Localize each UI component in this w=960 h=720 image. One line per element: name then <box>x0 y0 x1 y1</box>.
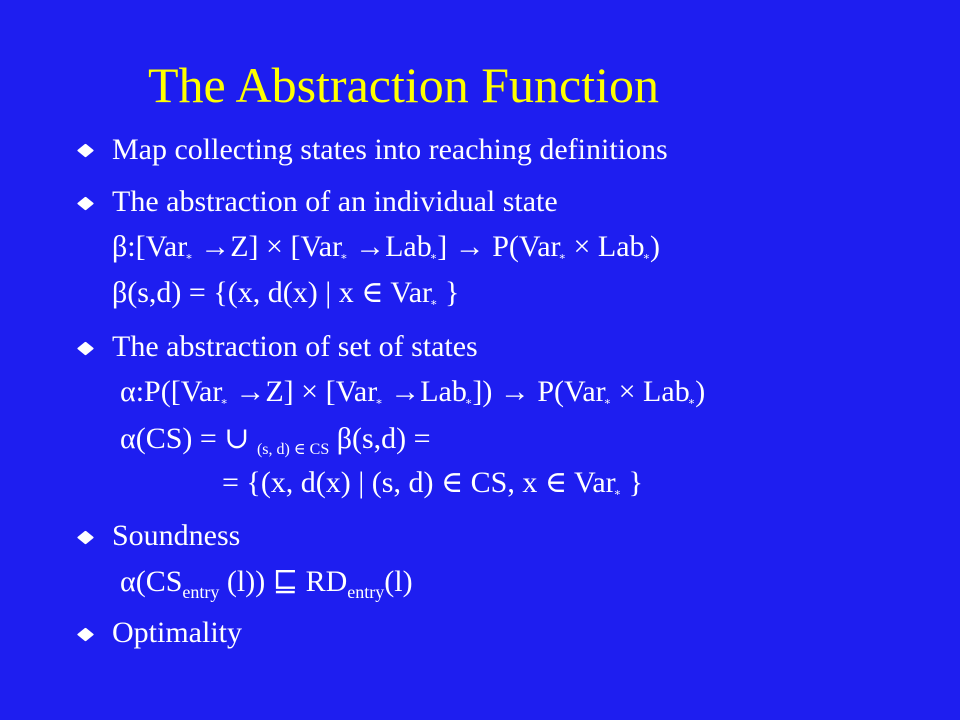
beta-sig-part: ) <box>650 230 661 263</box>
alpha-definition: α(CS) = ∪ (s, d) ∈ CS β(s,d) = <box>120 421 431 462</box>
alpha-def-part: α(CS) = ∪ <box>120 422 250 455</box>
star-subscript: ∗ <box>375 396 383 408</box>
entry-subscript: entry <box>182 582 220 602</box>
alpha-sig-part: × Lab <box>611 375 690 408</box>
star-subscript: ∗ <box>642 251 651 263</box>
star-subscript: ∗ <box>340 251 348 263</box>
star-subscript: ∗ <box>558 251 566 263</box>
star-subscript: ∗ <box>613 487 622 499</box>
soundness-formula: α(CSentry (l)) ⊑ RDentry(l) <box>120 564 413 603</box>
beta-sig-part: →Lab <box>355 230 432 263</box>
alpha-sig-part: ) <box>695 375 706 408</box>
star-subscript: ∗ <box>429 251 438 263</box>
beta-sig-part: β:[Var <box>112 230 188 263</box>
sound-part: (l) <box>384 565 413 598</box>
alpha-def2-part: } <box>621 466 644 499</box>
star-subscript: ∗ <box>220 396 228 408</box>
beta-sig-part: ] → P(Var <box>437 230 561 263</box>
alpha-sig-part: α:P([Var <box>120 375 223 408</box>
bullet-icon <box>76 196 95 211</box>
sound-part: (l)) ⊑ RD <box>219 565 348 598</box>
alpha-def-part: β(s,d) = <box>336 422 431 455</box>
bullet-text-4: Soundness <box>112 519 241 552</box>
beta-signature: β:[Var∗ →Z] × [Var∗ →Lab∗] → P(Var∗ × La… <box>112 229 660 271</box>
star-subscript: ∗ <box>603 396 612 408</box>
beta-definition: β(s,d) = {(x, d(x) | x ∈ Var∗ } <box>112 275 459 317</box>
alpha-def2-part: = {(x, d(x) | (s, d) ∈ CS, x ∈ Var <box>222 466 616 499</box>
bullet-text-5: Optimality <box>112 616 242 649</box>
star-subscript: ∗ <box>687 396 696 408</box>
bullet-icon <box>76 143 95 158</box>
bullet-text-2: The abstraction of an individual state <box>112 185 558 218</box>
beta-sig-part: × Lab <box>566 230 645 263</box>
bullet-icon <box>76 627 95 642</box>
alpha-sig-part: ]) → P(Var <box>472 375 606 408</box>
star-subscript: ∗ <box>185 251 193 263</box>
bullet-icon <box>76 530 95 545</box>
star-subscript: ∗ <box>464 396 473 408</box>
alpha-def-subscript: (s, d) ∈ CS <box>256 441 330 458</box>
beta-def-part: β(s,d) = {(x, d(x) | x ∈ Var <box>112 276 433 309</box>
beta-def-part: } <box>437 276 460 309</box>
slide-title: The Abstraction Function <box>148 57 660 113</box>
beta-sig-part: →Z] × [Var <box>200 230 343 263</box>
alpha-definition-continued: = {(x, d(x) | (s, d) ∈ CS, x ∈ Var∗ } <box>222 465 643 507</box>
alpha-sig-part: →Lab <box>390 375 467 408</box>
bullet-text-3: The abstraction of set of states <box>112 330 478 363</box>
sound-part: α(CS <box>120 565 183 598</box>
bullet-icon <box>76 341 95 356</box>
bullet-text-1: Map collecting states into reaching defi… <box>112 133 668 166</box>
entry-subscript: entry <box>347 582 385 602</box>
alpha-sig-part: →Z] × [Var <box>235 375 378 408</box>
alpha-signature: α:P([Var∗ →Z] × [Var∗ →Lab∗]) → P(Var∗ ×… <box>120 374 705 416</box>
star-subscript: ∗ <box>430 297 438 309</box>
